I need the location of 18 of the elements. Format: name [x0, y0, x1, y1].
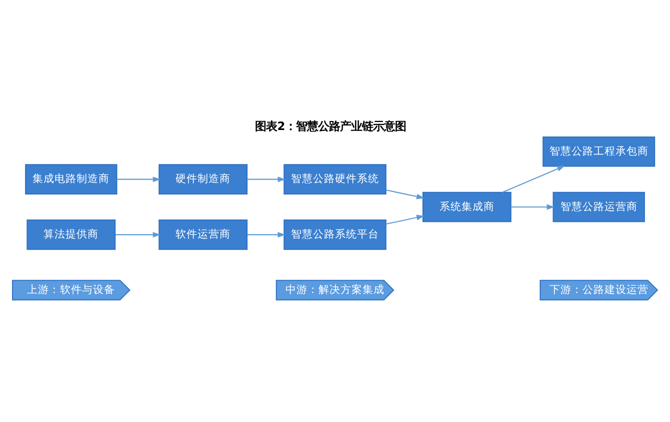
arrow — [502, 165, 565, 192]
arrow — [247, 176, 286, 182]
node-box: 集成电路制造商 — [25, 164, 118, 194]
arrow — [386, 189, 424, 199]
node-box: 算法提供商 — [26, 219, 116, 250]
node-box: 软件运营商 — [158, 219, 248, 250]
arrow — [115, 231, 161, 237]
node-box: 智慧公路运营商 — [552, 191, 645, 222]
node-box: 硬件制造商 — [158, 164, 248, 194]
diagram-title: 图表2：智慧公路产业链示意图 — [255, 118, 406, 132]
arrow — [386, 214, 424, 224]
node-box: 系统集成商 — [422, 191, 512, 222]
node-box: 智慧公路系统平台 — [284, 219, 386, 250]
arrow — [247, 231, 286, 237]
arrow — [116, 176, 161, 182]
node-box: 智慧公路工程承包商 — [542, 136, 656, 166]
node-box: 智慧公路硬件系统 — [284, 164, 386, 194]
arrow — [511, 204, 555, 210]
